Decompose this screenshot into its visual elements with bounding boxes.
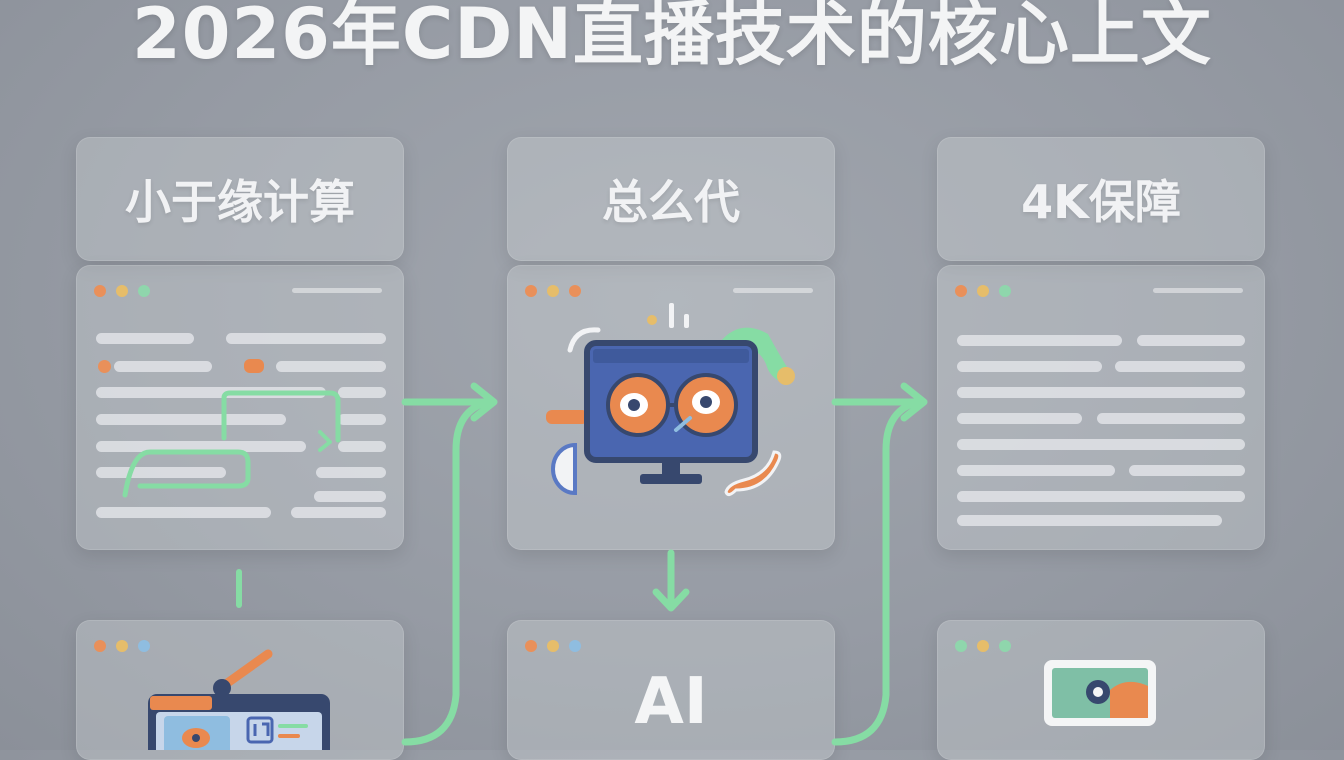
window-controls — [525, 285, 581, 297]
code-line — [314, 491, 386, 502]
code-line — [291, 507, 386, 518]
code-line — [226, 333, 386, 344]
text-line — [1129, 465, 1245, 476]
ai-label: AI — [634, 665, 708, 739]
text-line — [957, 361, 1102, 372]
window-title-bar — [1153, 288, 1243, 293]
code-line — [96, 333, 194, 344]
window-dot-icon — [955, 640, 967, 652]
window-dot-icon — [547, 285, 559, 297]
arrow-bottom-left-up — [401, 398, 492, 746]
window-dot-icon — [955, 285, 967, 297]
text-line — [957, 335, 1122, 346]
arrow-head-icon — [470, 382, 498, 422]
window-dot-icon — [999, 640, 1011, 652]
window-dot-icon — [138, 640, 150, 652]
label-panel-generation: 总么代 — [507, 137, 835, 261]
window-controls — [955, 640, 1011, 652]
window-controls — [525, 640, 581, 652]
text-line — [957, 465, 1115, 476]
text-window-panel — [937, 265, 1265, 550]
code-window-panel — [76, 265, 404, 550]
window-controls — [94, 640, 150, 652]
monitor-window-panel — [507, 265, 835, 550]
window-dot-icon — [116, 285, 128, 297]
code-line — [96, 507, 271, 518]
window-dot-icon — [525, 285, 537, 297]
text-line — [1097, 413, 1245, 424]
text-line — [957, 439, 1245, 450]
code-line — [338, 387, 386, 398]
code-marker-pill — [244, 359, 264, 373]
window-dot-icon — [525, 640, 537, 652]
window-dot-icon — [94, 640, 106, 652]
text-line — [957, 387, 1245, 398]
bottom-right-panel — [937, 620, 1265, 760]
bottom-middle-panel: AI — [507, 620, 835, 760]
code-line — [338, 441, 386, 452]
code-line — [338, 414, 386, 425]
label-edge-computing: 小于缘计算 — [125, 175, 355, 229]
window-dot-icon — [116, 640, 128, 652]
label-panel-4k: 4K保障 — [937, 137, 1265, 261]
text-line — [957, 413, 1082, 424]
window-controls — [94, 285, 150, 297]
text-line — [957, 491, 1245, 502]
code-line — [276, 361, 386, 372]
page-title: 2026年CDN直播技术的核心上文 — [132, 0, 1212, 75]
window-dot-icon — [999, 285, 1011, 297]
label-panel-edge-computing: 小于缘计算 — [76, 137, 404, 261]
window-dot-icon — [547, 640, 559, 652]
window-dot-icon — [977, 640, 989, 652]
window-dot-icon — [977, 285, 989, 297]
code-line — [96, 467, 226, 478]
code-line — [114, 361, 212, 372]
code-line — [96, 441, 306, 452]
window-title-bar — [292, 288, 382, 293]
label-generation: 总么代 — [602, 175, 740, 229]
text-line — [957, 515, 1222, 526]
window-dot-icon — [569, 640, 581, 652]
text-line — [1137, 335, 1245, 346]
code-line — [96, 387, 326, 398]
arrow-head-icon — [652, 588, 690, 612]
window-dot-icon — [569, 285, 581, 297]
arrow-head-icon — [900, 382, 928, 422]
code-line — [316, 467, 386, 478]
window-controls — [955, 285, 1011, 297]
code-marker-icon — [98, 360, 111, 373]
window-title-bar — [733, 288, 813, 293]
bottom-left-panel — [76, 620, 404, 760]
text-line — [1115, 361, 1245, 372]
window-dot-icon — [94, 285, 106, 297]
window-dot-icon — [138, 285, 150, 297]
arrow-bottom-middle-up — [831, 398, 922, 746]
code-line — [96, 414, 286, 425]
label-4k: 4K保障 — [1021, 175, 1181, 229]
